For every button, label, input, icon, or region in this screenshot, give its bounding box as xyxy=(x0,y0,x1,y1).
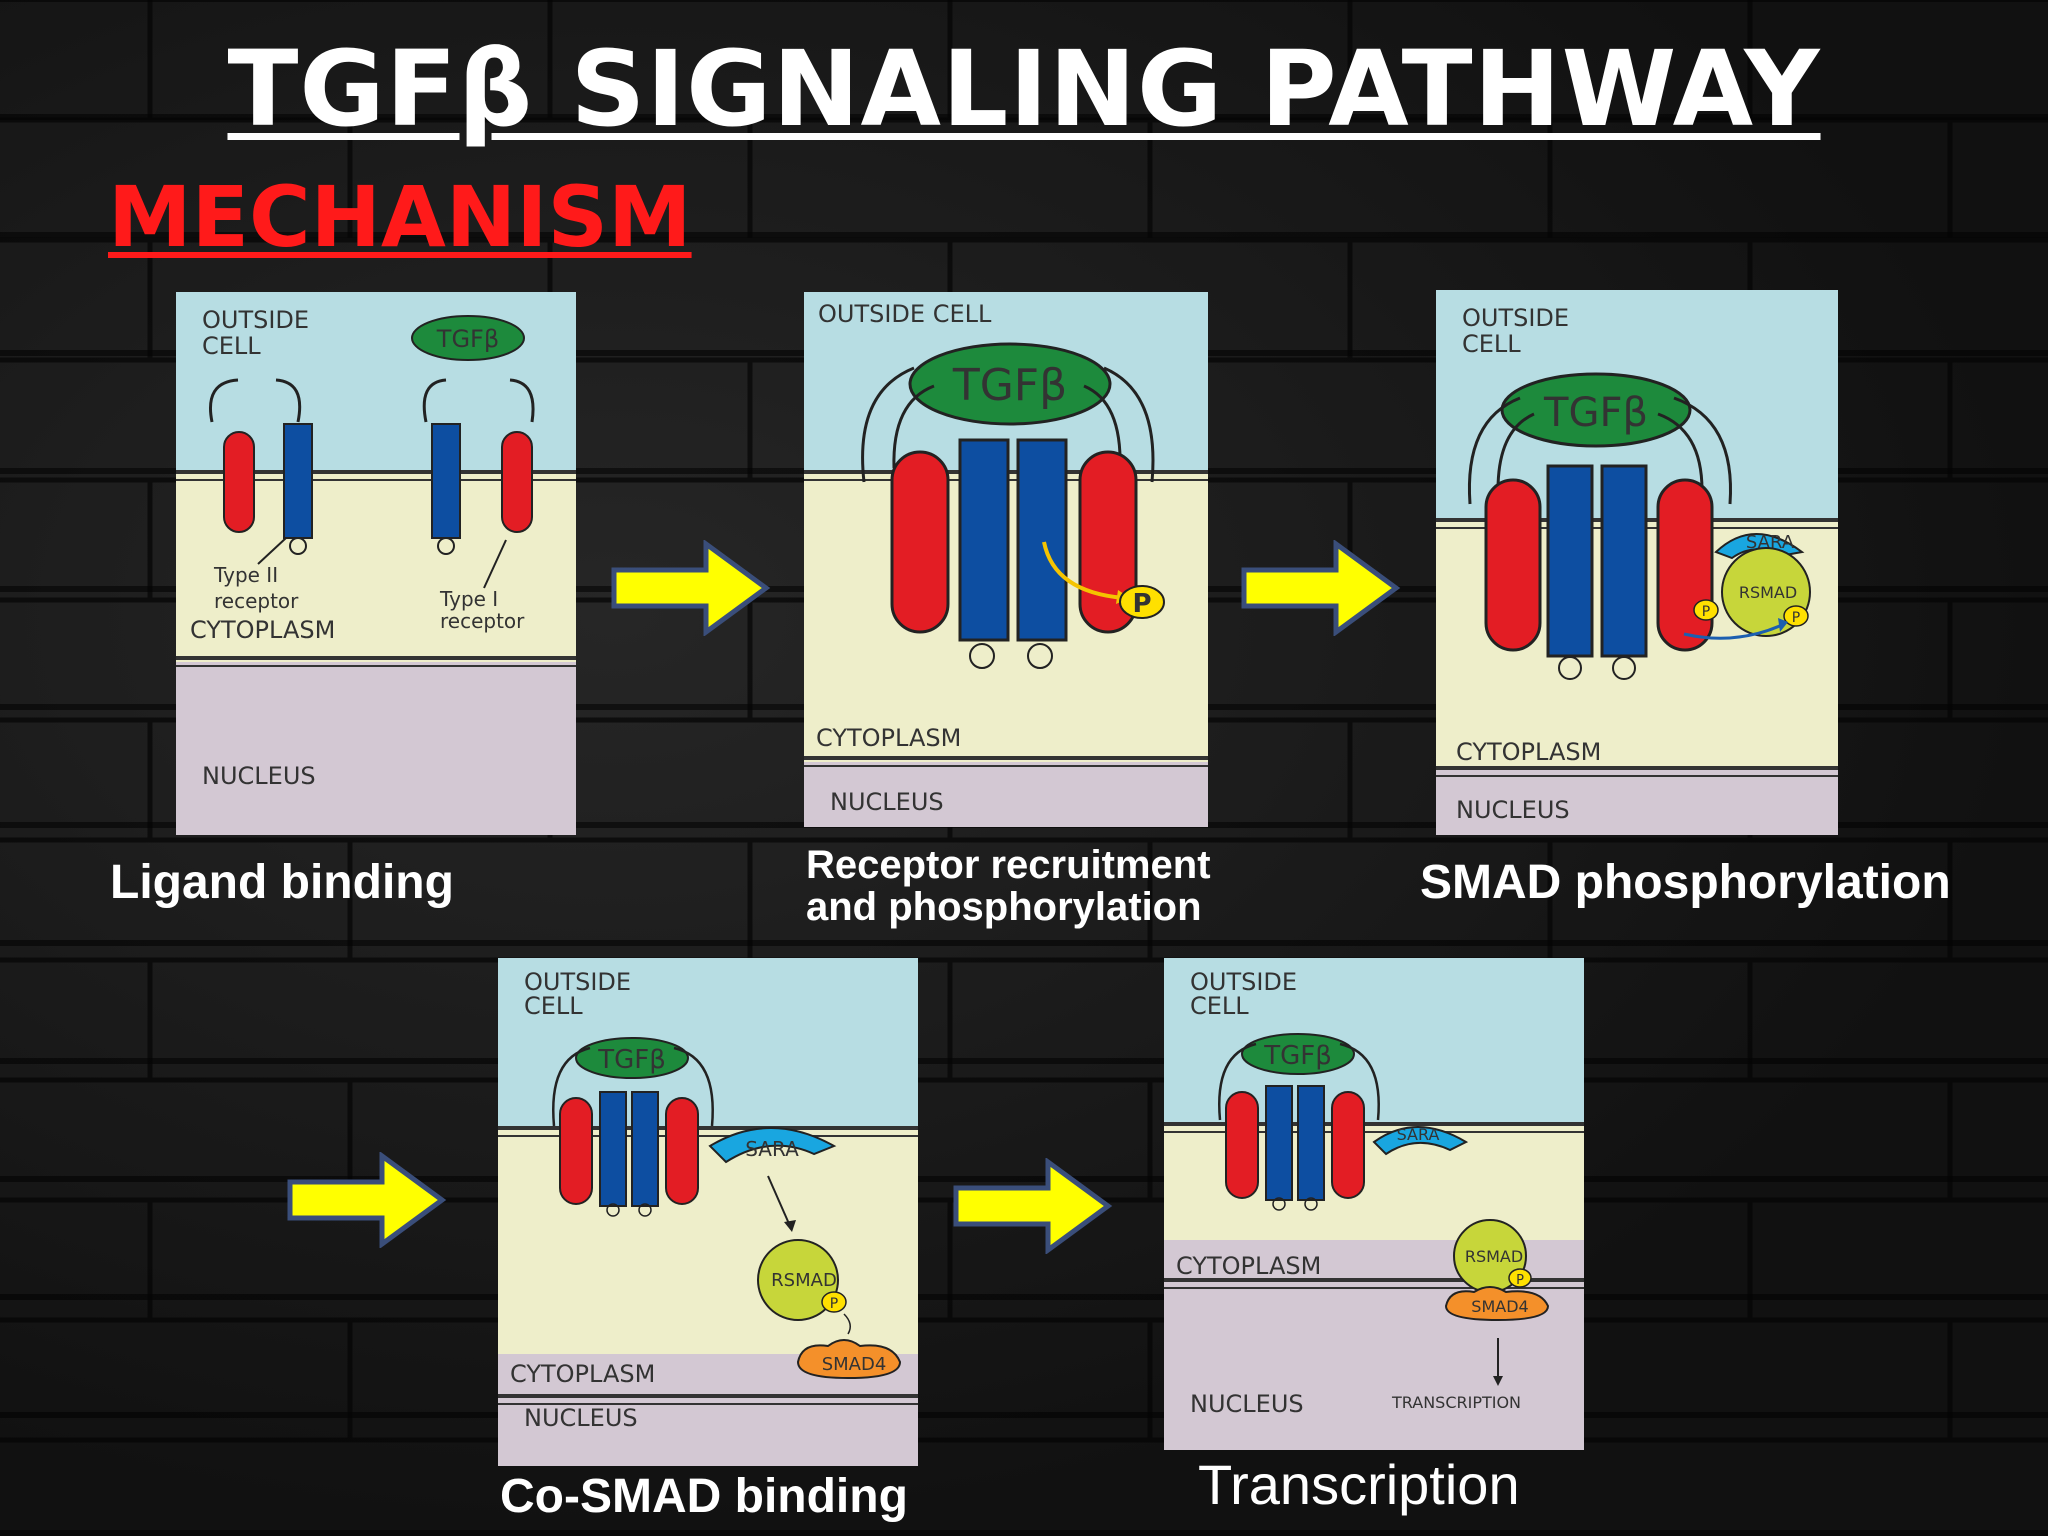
tgfb-ligand xyxy=(411,315,525,361)
arrow-right-icon xyxy=(953,1158,1113,1254)
type2-receptor-right xyxy=(1600,464,1648,658)
outside-cell-label-line2: CELL xyxy=(1190,992,1249,1020)
arrow-right-icon xyxy=(611,540,771,636)
panel-co-smad-binding: OUTSIDE CELL TGFβ SARA RSMAD P SMAD4 CYT… xyxy=(498,958,918,1466)
tgfb-ligand-label: TGFβ xyxy=(1263,1041,1332,1071)
phosphate-label: P xyxy=(1132,589,1151,619)
sara-protein xyxy=(708,1127,837,1164)
rsmad-protein xyxy=(757,1239,839,1321)
page-title: TGFβ SIGNALING PATHWAY xyxy=(227,28,1821,150)
outside-cell-label-line2: CELL xyxy=(524,992,583,1020)
panel-transcription: OUTSIDE CELL TGFβ SARA RSMAD P SMAD4 CYT… xyxy=(1164,958,1584,1450)
type1-receptor-left xyxy=(890,450,950,634)
panel-smad-phosphorylation: OUTSIDE CELL TGFβ SARA RSMAD P P CYTOPLA… xyxy=(1436,290,1838,835)
sara-label: SARA xyxy=(745,1137,799,1161)
cytoplasm-label: CYTOPLASM xyxy=(510,1360,655,1388)
arrow-right-icon xyxy=(1241,540,1401,636)
type2-receptor-left xyxy=(958,438,1010,642)
rsmad-label: RSMAD xyxy=(1739,583,1797,602)
tgfb-ligand xyxy=(1500,372,1692,448)
tgfb-ligand-label: TGFβ xyxy=(952,360,1067,411)
outside-cell-label-line1: OUTSIDE xyxy=(202,306,309,334)
tgfb-ligand-label: TGFβ xyxy=(597,1045,666,1075)
rsmad-label: RSMAD xyxy=(771,1270,837,1291)
sara-protein xyxy=(1372,1126,1469,1156)
caption-line-2: and phosphorylation xyxy=(806,885,1202,929)
cytoplasm-label: CYTOPLASM xyxy=(190,616,335,644)
panel-receptor-recruitment: OUTSIDE CELL TGFβ P CYTOPLASM NUCLEUS xyxy=(804,292,1208,827)
nucleus-label: NUCLEUS xyxy=(524,1404,638,1432)
caption-receptor-recruitment: Receptor recruitment and phosphorylation xyxy=(806,844,1211,928)
tgfb-ligand-label: TGFβ xyxy=(436,325,499,353)
type1-receptor-left xyxy=(1484,478,1542,652)
type1-receptor-label-line2: receptor xyxy=(440,609,525,633)
nucleus-label: NUCLEUS xyxy=(830,788,944,816)
outside-cell-label-line2: CELL xyxy=(1462,330,1521,358)
nucleus-label: NUCLEUS xyxy=(1190,1390,1304,1418)
type1-receptor-label-line1: Type I xyxy=(439,587,498,611)
phosphate-label: P xyxy=(830,1296,838,1312)
outside-cell-label-line1: OUTSIDE xyxy=(1462,304,1569,332)
caption-transcription: Transcription xyxy=(1198,1453,1520,1516)
smad4-protein xyxy=(1444,1286,1550,1322)
tgfb-ligand xyxy=(908,342,1112,426)
tgfb-ligand xyxy=(575,1037,689,1079)
type2-receptor-left xyxy=(1546,464,1594,658)
type2-receptor-label-line2: receptor xyxy=(214,589,299,613)
cytoplasm-label: CYTOPLASM xyxy=(816,724,961,752)
type2-receptor-right xyxy=(1016,438,1068,642)
section-subtitle: MECHANISM xyxy=(108,168,692,266)
panel-ligand-binding: OUTSIDE CELL TGFβ Type II receptor Type … xyxy=(176,292,576,835)
tgfb-ligand xyxy=(1241,1033,1355,1075)
type1-receptor-right xyxy=(1656,478,1714,652)
sara-label: SARA xyxy=(1397,1125,1440,1144)
smad4-label: SMAD4 xyxy=(1471,1297,1528,1316)
nucleus-region xyxy=(176,662,576,835)
outside-cell-label: OUTSIDE CELL xyxy=(818,300,992,328)
nucleus-label: NUCLEUS xyxy=(202,762,316,790)
type1-receptor-left xyxy=(223,431,255,533)
cytoplasm-label: CYTOPLASM xyxy=(1176,1252,1321,1280)
outside-cell-label-line2: CELL xyxy=(202,332,261,360)
outside-cell-label-line1: OUTSIDE xyxy=(1190,968,1297,996)
transcription-label: TRANSCRIPTION xyxy=(1391,1393,1521,1412)
phosphate-label: P xyxy=(1516,1273,1524,1288)
type2-receptor-label-line1: Type II xyxy=(213,563,278,587)
phosphate-label: P xyxy=(1702,604,1710,620)
type1-receptor-right xyxy=(501,431,533,533)
cytoplasm-label: CYTOPLASM xyxy=(1456,738,1601,766)
type2-receptor-right xyxy=(431,423,461,539)
tgfb-ligand-label: TGFβ xyxy=(1543,390,1648,436)
caption-smad-phosphorylation: SMAD phosphorylation xyxy=(1420,856,1951,909)
arrow-right-icon xyxy=(287,1152,447,1248)
type1-receptor-right xyxy=(1078,450,1138,634)
nucleus-label: NUCLEUS xyxy=(1456,796,1570,824)
smad4-protein xyxy=(796,1339,902,1380)
rsmad-label: RSMAD xyxy=(1465,1247,1523,1266)
outside-cell-label-line1: OUTSIDE xyxy=(524,968,631,996)
phosphate-label: P xyxy=(1792,610,1800,626)
caption-co-smad-binding: Co-SMAD binding xyxy=(500,1470,908,1523)
type2-receptor-left xyxy=(283,423,313,539)
caption-ligand-binding: Ligand binding xyxy=(110,856,454,909)
caption-line-1: Receptor recruitment xyxy=(806,843,1211,887)
smad4-label: SMAD4 xyxy=(822,1354,887,1375)
phosphate-group xyxy=(1119,585,1165,619)
